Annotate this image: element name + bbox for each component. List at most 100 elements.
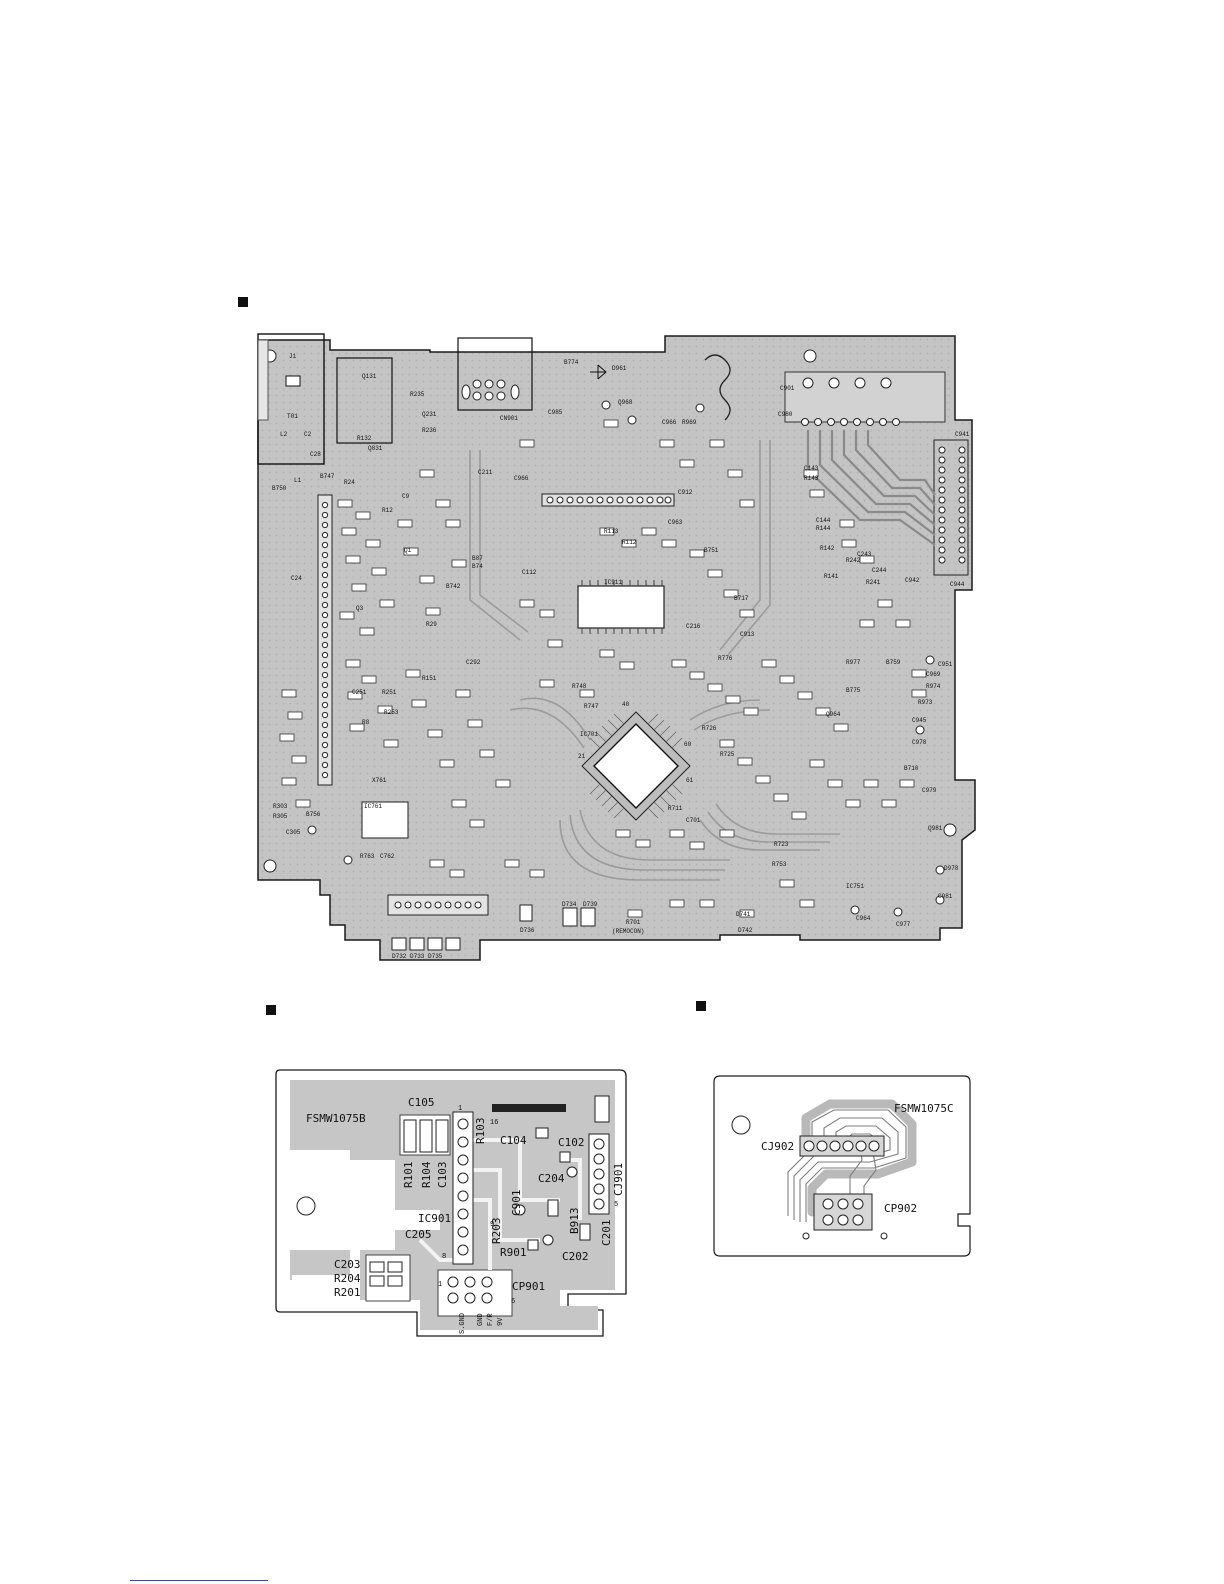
label-r142: R142	[820, 545, 835, 552]
label-c244: C244	[872, 567, 887, 574]
label-r144: R144	[816, 525, 831, 532]
label-c143: C143	[804, 465, 819, 472]
label-ic-pin16: 16	[490, 1119, 498, 1127]
label-r748: R748	[572, 683, 587, 690]
label-r241: R241	[866, 579, 881, 586]
label-r725: R725	[720, 751, 735, 758]
label-c201: C201	[600, 1220, 613, 1247]
label-cp-pin1: 1	[438, 1281, 442, 1289]
label-d742: D742	[738, 927, 753, 934]
label-pin-gnd: GND	[477, 1313, 485, 1326]
label-r141: R141	[824, 573, 839, 580]
label-q1: Q1	[404, 547, 412, 554]
label-b747: B747	[320, 473, 335, 480]
label-b87: B87	[472, 555, 483, 562]
label-pin60: 60	[684, 741, 692, 748]
label-r753: R753	[772, 861, 787, 868]
label-c211: C211	[478, 469, 493, 476]
label-q968: Q968	[618, 399, 633, 406]
label-r305: R305	[273, 813, 288, 820]
label-r104: R104	[420, 1161, 433, 1188]
label-q3: Q3	[356, 605, 364, 612]
label-pin-sgnd: S.GND	[459, 1313, 467, 1334]
label-b742: B742	[446, 583, 461, 590]
label-cp902: CP902	[884, 1202, 917, 1215]
main-board: T01 J1 L2 C2 C28 L1 B750 B747 R24 C24 Q1…	[257, 333, 976, 961]
label-cj-pin5: 5	[614, 1201, 618, 1209]
label-d734: D734	[562, 901, 577, 908]
label-r901: R901	[500, 1246, 527, 1259]
label-c205: C205	[405, 1228, 432, 1241]
label-c251: C251	[352, 689, 367, 696]
label-c945: C945	[912, 717, 927, 724]
label-c964: C964	[856, 915, 871, 922]
label-c944: C944	[950, 581, 965, 588]
label-r132: R132	[357, 435, 372, 442]
label-ic-pin1: 1	[458, 1105, 462, 1113]
label-q231: Q231	[422, 411, 437, 418]
label-r973: R973	[918, 699, 933, 706]
label-r12: R12	[382, 507, 393, 514]
label-r101: R101	[402, 1162, 415, 1189]
label-c202: C202	[562, 1250, 589, 1263]
label-c216: C216	[686, 623, 701, 630]
label-c144: C144	[816, 517, 831, 524]
label-cp-pin6: 6	[511, 1298, 515, 1306]
label-ic911: IC911	[604, 579, 622, 586]
label-b74: B74	[472, 563, 483, 570]
mount-hole	[263, 859, 277, 873]
label-c305: C305	[286, 829, 301, 836]
label-r251: R251	[382, 689, 397, 696]
label-c977: C977	[896, 921, 911, 928]
label-c112: C112	[522, 569, 537, 576]
label-r303: R303	[273, 803, 288, 810]
sub-board-c: FSMW1075C CJ902 CP902	[713, 1075, 971, 1257]
footer-link-line	[130, 1580, 268, 1581]
label-l1: L1	[294, 477, 302, 484]
label-c203: C203	[334, 1258, 361, 1271]
label-cj901: CJ901	[612, 1163, 625, 1196]
label-b751: B751	[704, 547, 719, 554]
label-ic701: IC701	[580, 731, 598, 738]
label-r723: R723	[774, 841, 789, 848]
label-d741: D741	[736, 911, 751, 918]
label-r701: R701	[626, 919, 641, 926]
main-board-outline	[257, 335, 976, 961]
label-r203: R203	[490, 1218, 503, 1245]
label-c24: C24	[291, 575, 302, 582]
label-c102: C102	[558, 1136, 585, 1149]
label-r143: R143	[804, 475, 819, 482]
label-pin-fr: F/R	[487, 1313, 495, 1326]
label-c105: C105	[408, 1096, 435, 1109]
label-c912: C912	[678, 489, 693, 496]
label-c204: C204	[538, 1172, 565, 1185]
label-c9: C9	[402, 493, 410, 500]
board-b-section-marker	[266, 1005, 276, 1015]
connector-cn901-housing	[457, 337, 533, 411]
label-c292: C292	[466, 659, 481, 666]
label-c762: C762	[380, 853, 395, 860]
label-b750: B750	[272, 485, 287, 492]
label-c985: C985	[548, 409, 563, 416]
label-t01: T01	[287, 413, 298, 420]
label-b774: B774	[564, 359, 579, 366]
label-ic-pin8: 8	[442, 1253, 446, 1261]
label-q964: Q964	[826, 711, 841, 718]
module-q131	[336, 357, 393, 444]
label-r29: R29	[426, 621, 437, 628]
label-r8: R8	[362, 719, 370, 726]
main-board-section-marker	[238, 297, 248, 307]
label-b756: B756	[306, 811, 321, 818]
label-b759: B759	[886, 659, 901, 666]
label-x761: X761	[372, 777, 387, 784]
label-c966b: C966	[514, 475, 529, 482]
label-r24: R24	[344, 479, 355, 486]
label-b710: B710	[904, 765, 919, 772]
sub-board-b: FSMW1075B C105 R101 R104 C103 R103 C104 …	[275, 1069, 627, 1337]
ic761-body	[361, 801, 409, 839]
label-b913: B913	[568, 1208, 581, 1235]
board-c-section-marker	[696, 1001, 706, 1011]
label-c979: C979	[922, 787, 937, 794]
label-c969: C969	[926, 671, 941, 678]
